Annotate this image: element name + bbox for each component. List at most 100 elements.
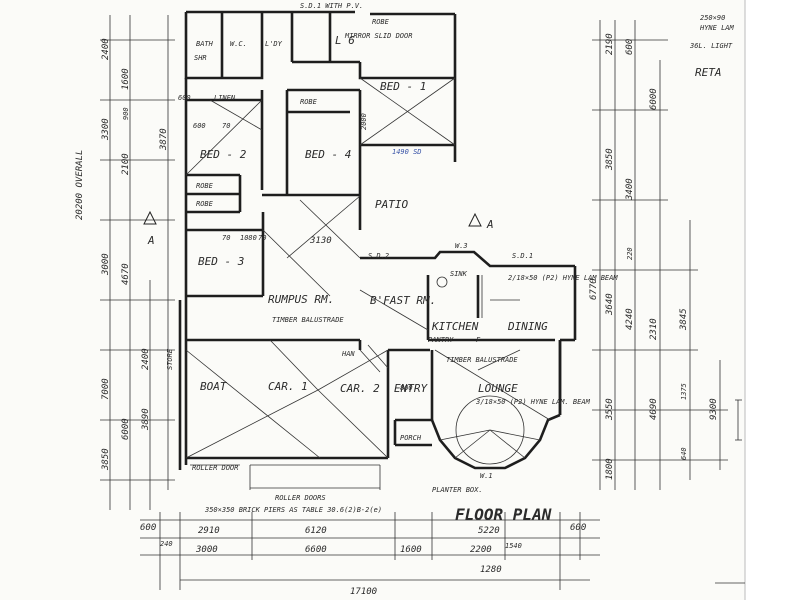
dim-bottom-r1-2: 6120 <box>305 526 327 536</box>
dim-bottom-r2-1: 3000 <box>195 545 218 555</box>
dim-left-inner-1: 900 <box>122 107 130 120</box>
label-robe-left2: ROBE <box>196 200 214 208</box>
dim-right-c2-4: 2310 <box>649 318 659 340</box>
dim-left-outer-0: 2400 <box>101 38 111 60</box>
note-timber-bal2: TIMBER BALUSTRADE <box>446 356 518 364</box>
note-sink: SINK <box>450 270 468 278</box>
right-dimensions: 2190 3850 3400 3640 6770 3550 1800 600 6… <box>589 33 719 480</box>
note-f: F <box>476 336 481 344</box>
label-kitchen: KITCHEN <box>431 320 479 333</box>
label-dining: DINING <box>507 320 548 333</box>
note-beam-lounge: 3/18×50 (P2) HYNE LAM. BEAM <box>475 398 591 406</box>
section-letter-left: A <box>147 234 155 247</box>
label-boat: BOAT <box>200 380 228 393</box>
paper-margin <box>745 0 800 600</box>
dim-right-c3-0: 3845 <box>679 308 689 331</box>
dim-left-inner-4: 2400 <box>141 348 151 370</box>
annotation-notes: S.D.1 WITH P.V. 250×90 HYNE LAM 36L. LIG… <box>75 2 735 514</box>
dim-left-outer-1: 3300 <box>101 118 111 141</box>
left-dimensions: 2400 3300 3000 4670 7000 6000 3890 1600 … <box>101 38 169 471</box>
dim-right-c2-3: 4240 <box>625 308 635 330</box>
section-markers <box>144 212 481 226</box>
label-car2: CAR. 2 <box>340 382 380 395</box>
label-robe-top: ROBE <box>372 18 390 26</box>
note-blue-dim: 1490 SD <box>392 148 422 156</box>
label-mirror-door: MIRROR SLID DOOR <box>344 32 412 40</box>
dim-int-7: 800 <box>400 384 413 392</box>
dim-left-outer-2: 3000 <box>101 253 111 276</box>
label-rumpus: RUMPUS RM. <box>268 293 334 306</box>
dim-left-outer-4: 7000 <box>101 378 111 400</box>
note-top-right-a: 250×90 <box>700 14 725 22</box>
dim-bottom-r1-4: 600 <box>570 523 586 533</box>
dim-right-c1-3: 3640 <box>605 293 615 316</box>
note-timber-bal: TIMBER BALUSTRADE <box>272 316 344 324</box>
interior-dimensions: 600 70 70 70 1080 3130 2000 800 600 <box>178 94 413 392</box>
dim-right-c2-5: 4090 <box>649 398 659 420</box>
label-bed2: BED - 2 <box>200 148 247 161</box>
dim-right-c1-0: 2190 <box>605 33 615 55</box>
label-planter: PLANTER BOX. <box>432 486 483 494</box>
dim-left-inner-2: 2100 <box>121 153 131 175</box>
dim-left-inner-5: 3850 <box>101 448 111 471</box>
room-labels: BATH SHR W.C. L'DY L 6 ROBE MIRROR SLID … <box>166 18 548 502</box>
dim-bottom-r2-6: 1280 <box>480 565 502 575</box>
label-entry: ENTRY <box>394 382 428 395</box>
dim-int-8: 600 <box>178 94 191 102</box>
note-beam-kitchen: 2/18×50 (P2) HYNE LAM BEAM <box>508 274 618 282</box>
dim-bottom-total: 17100 <box>350 587 377 597</box>
label-wc: W.C. <box>230 40 247 48</box>
label-bfast: B'FAST RM. <box>370 294 436 307</box>
dim-right-c3-1: 9300 <box>709 398 719 420</box>
dim-bottom-r2-3: 1600 <box>400 545 422 555</box>
dim-bottom-r2-2: 6600 <box>305 545 327 555</box>
dim-right-c2-1: 6000 <box>649 88 659 110</box>
dim-left-outer-5: 6000 <box>121 418 131 440</box>
section-letter-center: A <box>486 218 494 231</box>
label-l6: L 6 <box>335 34 355 47</box>
dim-bottom-r1-1: 2910 <box>198 526 220 536</box>
dim-right-c1-4: 6770 <box>589 278 599 300</box>
dim-left-inner-0: 1600 <box>121 68 131 90</box>
bottom-dimensions: 600 2910 6120 5220 600 240 3000 6600 160… <box>140 523 586 597</box>
label-shr: SHR <box>194 54 207 62</box>
dim-int-6: 2000 <box>360 113 368 130</box>
dim-int-3: 70 <box>258 234 266 242</box>
dim-bottom-r1-3: 5220 <box>478 526 500 536</box>
dim-right-c1-1: 3850 <box>605 148 615 171</box>
dim-right-c1-6: 1800 <box>605 458 615 480</box>
note-top-right-b: HYNE LAM <box>699 24 735 32</box>
label-lounge: LOUNGE <box>478 382 518 395</box>
dim-bottom-r1-0: 600 <box>140 523 156 533</box>
dim-right-c3-3: 640 <box>680 447 688 460</box>
section-marker-left <box>144 212 156 224</box>
note-top-right-c: 36L. LIGHT <box>689 42 733 50</box>
dim-bottom-r2-0: 240 <box>160 540 173 548</box>
label-robe-bed4: ROBE <box>300 98 318 106</box>
label-bed3: BED - 3 <box>198 255 244 268</box>
label-bed4: BED - 4 <box>305 148 351 161</box>
dim-int-2: 70 <box>222 234 230 242</box>
label-robe-left1: ROBE <box>196 182 214 190</box>
label-pantry: PANTRY <box>428 336 454 344</box>
note-w3: W.3 <box>455 242 468 250</box>
label-store: STORE <box>166 348 174 370</box>
roof-and-detail-lines <box>186 78 550 490</box>
label-ldy: L'DY <box>265 40 283 48</box>
walls <box>180 12 575 470</box>
note-piers: 350×350 BRICK PIERS AS TABLE 30.6(2)B-2(… <box>204 506 382 514</box>
label-patio: PATIO <box>375 198 408 211</box>
note-top-right-d: RETA <box>695 66 722 79</box>
drawing-title: FLOOR PLAN <box>455 505 552 524</box>
dim-int-4: 1080 <box>240 234 257 242</box>
dim-left-outer-6: 3890 <box>141 408 151 431</box>
label-bath: BATH <box>196 40 214 48</box>
dim-bottom-r2-5: 1540 <box>505 542 522 550</box>
dim-left-inner-3: 3870 <box>159 128 169 151</box>
dim-int-5: 3130 <box>309 236 332 246</box>
label-roller-doors: ROLLER DOORS <box>275 494 326 502</box>
dim-bottom-r2-4: 2200 <box>470 545 492 555</box>
dim-right-c1-5: 3550 <box>605 398 615 421</box>
